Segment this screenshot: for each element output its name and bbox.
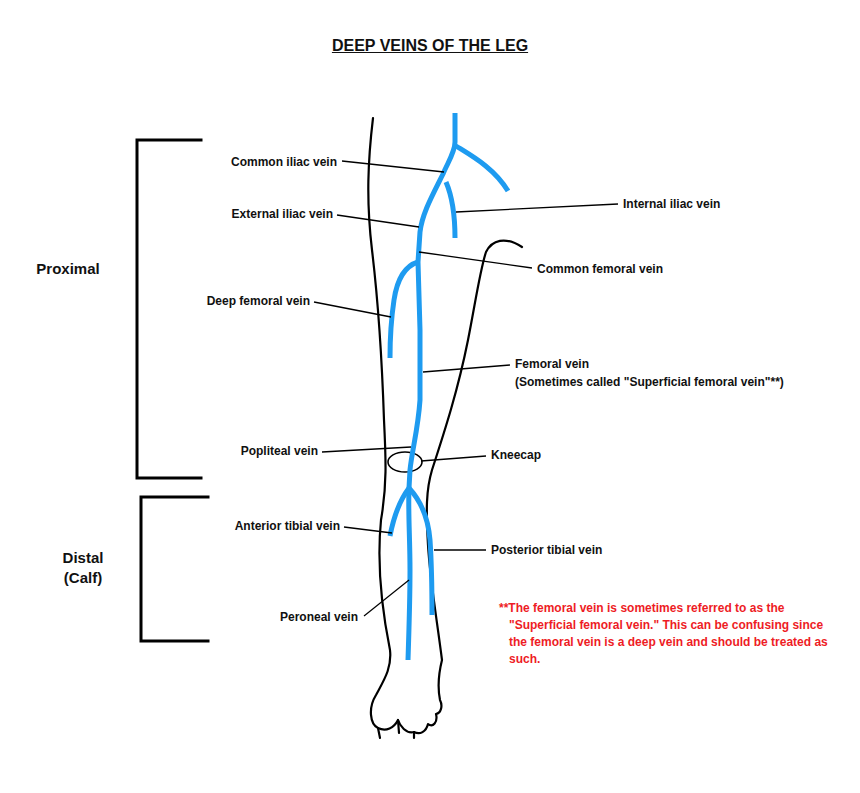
leader-line	[364, 580, 409, 616]
vein-label: External iliac vein	[232, 207, 333, 222]
deep-veins	[390, 113, 508, 660]
vein-label: Posterior tibial vein	[491, 543, 602, 558]
proximal-bracket	[137, 140, 201, 478]
internal-iliac-vein	[446, 182, 455, 238]
toe-lines	[378, 720, 414, 738]
kneecap-outline	[388, 452, 422, 472]
distal-bracket	[141, 497, 208, 641]
region-label: Distal (Calf)	[48, 548, 118, 588]
peroneal-vein	[408, 488, 410, 660]
vein-label: Common iliac vein	[231, 155, 337, 170]
vein-label: Common femoral vein	[537, 262, 663, 277]
vein-label: Deep femoral vein	[207, 294, 310, 309]
region-label: Proximal	[13, 259, 123, 279]
vein-label: Femoral vein	[515, 357, 589, 372]
anterior-tibial-vein	[390, 488, 409, 536]
vein-label: Anterior tibial vein	[235, 519, 340, 534]
landmark-label: Kneecap	[491, 448, 541, 463]
footnote: **The femoral vein is sometimes referred…	[499, 600, 839, 668]
leader-line	[456, 204, 618, 212]
region-brackets	[137, 140, 208, 641]
leg-outline	[368, 118, 522, 738]
vein-label: Popliteal vein	[241, 444, 318, 459]
iliac-branch	[456, 146, 508, 191]
leader-line	[344, 527, 392, 533]
leader-line	[337, 215, 419, 227]
leader-line	[423, 365, 510, 372]
leader-line	[322, 447, 411, 452]
leader-line	[342, 161, 444, 172]
vein-note: (Sometimes called "Superficial femoral v…	[515, 375, 784, 390]
leader-line	[314, 302, 391, 317]
vein-label: Peroneal vein	[280, 610, 358, 625]
leader-line	[421, 456, 486, 461]
leader-line	[419, 252, 532, 268]
diagram-title: DEEP VEINS OF THE LEG	[0, 38, 860, 53]
deep-femoral-vein	[390, 262, 418, 358]
vein-label: Internal iliac vein	[623, 197, 720, 212]
leader-line	[434, 549, 486, 550]
posterior-tibial-vein	[409, 488, 432, 615]
